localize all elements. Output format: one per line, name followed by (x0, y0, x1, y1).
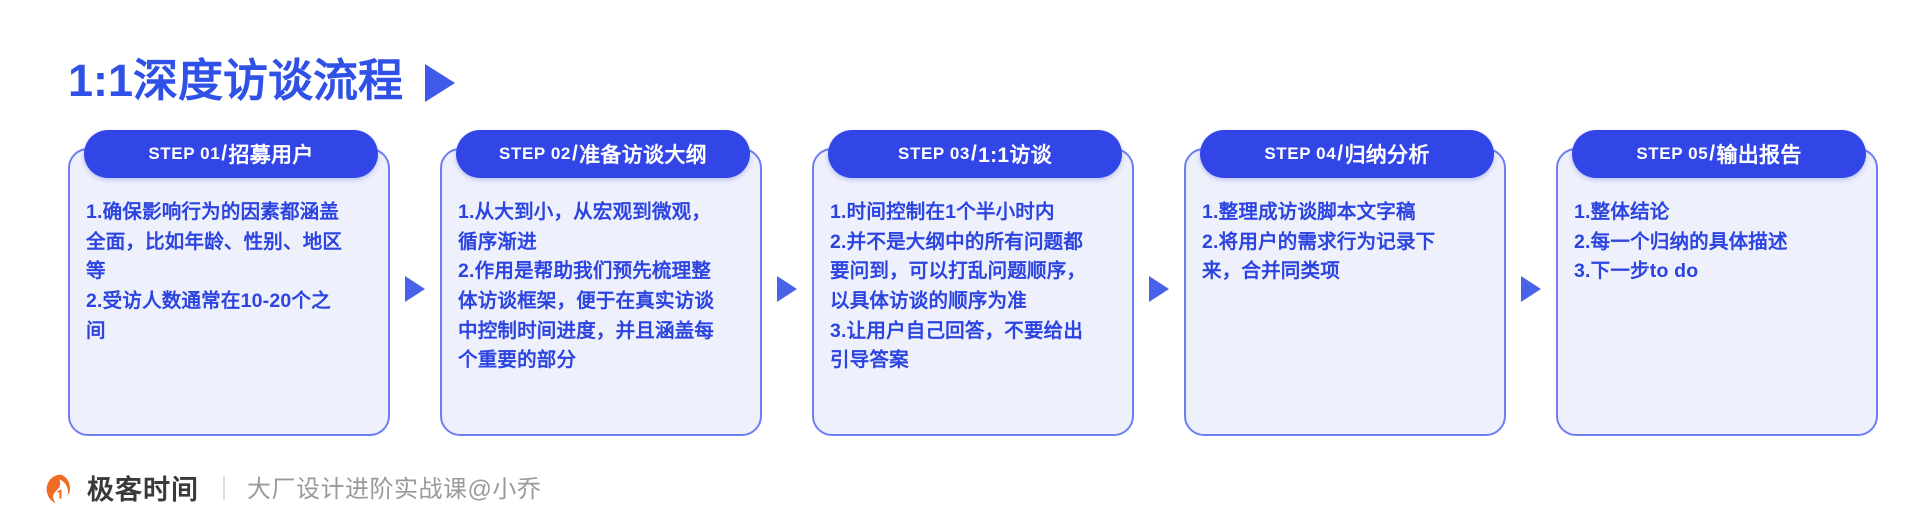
step-body-line: 2.将用户的需求行为记录下 (1202, 230, 1436, 253)
step-title: 1:1访谈 (978, 144, 1052, 167)
step-card[interactable]: STEP 05/输出报告 1.整体结论 2.每一个归纳的具体描述 3.下一步to do (1556, 130, 1878, 436)
step-card-body: 1.从大到小，从宏观到微观， 循序渐进 2.作用是帮助我们预先梳理整体访谈框架，便于… (458, 198, 744, 376)
step-number-label: STEP 01 (148, 144, 221, 163)
step-separator: / (221, 142, 228, 165)
step-body-line: 3.下一步to do (1574, 260, 1699, 283)
step-body-line: 等 (86, 260, 106, 283)
step-body-line: 全面，比如年龄、性别、地区 (86, 230, 343, 253)
step-body-line: 2.每一个归纳的具体描述 (1574, 230, 1788, 253)
step-body-line: 个重要的部分 (458, 349, 577, 372)
geekbang-flame-logo-icon (46, 474, 71, 504)
step-card-body: 1.时间控制在1个半小时内 2.并不是大纲中的所有问题都要问到，可以打乱问题顺序，… (830, 198, 1116, 376)
page-title: 1:1深度访谈流程 (68, 55, 456, 106)
step-separator: / (1337, 142, 1344, 165)
step-card-body: 1.确保影响行为的因素都涵盖全面，比如年龄、性别、地区等 2.受访人数通常在10-… (86, 198, 372, 346)
step-card-header[interactable]: STEP 02/准备访谈大纲 (456, 130, 750, 178)
step-title: 输出报告 (1716, 144, 1802, 167)
step-number-label: STEP 03 (898, 144, 970, 163)
step-body-line: 1.时间控制在1个半小时内 (830, 201, 1055, 223)
step-body-line: 引导答案 (830, 349, 909, 372)
step-body-line: 2.受访人数通常在10-20个之 (86, 289, 331, 312)
step-body-line: 体访谈框架，便于在真实访谈 (458, 289, 715, 312)
step-number-label: STEP 02 (499, 144, 571, 163)
step-card[interactable]: STEP 01/招募用户 1.确保影响行为的因素都涵盖全面，比如年龄、性别、地区等… (68, 130, 390, 436)
step-card[interactable]: STEP 02/准备访谈大纲 1.从大到小，从宏观到微观， 循序渐进 2.作用是帮助我… (440, 130, 762, 436)
step-body-line: 循序渐进 (458, 230, 537, 253)
footer-branding: 极客时间 ｜ 大厂设计进阶实战课@小乔 (44, 468, 541, 512)
step-number-label: STEP 05 (1636, 144, 1709, 163)
play-triangle-icon (425, 63, 456, 102)
step-separator: / (571, 142, 579, 165)
step-body-line: 1.确保影响行为的因素都涵盖 (86, 201, 340, 223)
step-card-header[interactable]: STEP 03/1:1访谈 (828, 130, 1122, 178)
step-card-header[interactable]: STEP 05/输出报告 (1572, 130, 1866, 178)
step-number-label: STEP 04 (1264, 144, 1337, 163)
step-body-line: 要问到，可以打乱问题顺序， (830, 260, 1087, 283)
step-separator: / (1709, 142, 1716, 165)
brand-name: 极客时间 (87, 474, 199, 505)
step-card-header[interactable]: STEP 01/招募用户 (84, 130, 378, 178)
step-body-line: 1.整理成访谈脚本文字稿 (1202, 201, 1416, 223)
step-card[interactable]: STEP 03/1:1访谈 1.时间控制在1个半小时内 2.并不是大纲中的所有问题都… (812, 130, 1134, 436)
step-body-line: 2.并不是大纲中的所有问题都 (830, 230, 1084, 253)
step-body-line: 来，合并同类项 (1202, 260, 1340, 283)
step-body-line: 间 (86, 319, 106, 342)
flow-arrow-icon (777, 276, 797, 302)
step-card-body: 1.整体结论 2.每一个归纳的具体描述 3.下一步to do (1574, 198, 1860, 287)
step-separator: / (970, 142, 978, 165)
step-title: 准备访谈大纲 (579, 144, 707, 167)
step-title: 招募用户 (228, 144, 314, 167)
step-card-header[interactable]: STEP 04/归纳分析 (1200, 130, 1494, 178)
step-body-line: 中控制时间进度，并且涵盖每 (458, 319, 715, 342)
step-card[interactable]: STEP 04/归纳分析 1.整理成访谈脚本文字稿 2.将用户的需求行为记录下来，合… (1184, 130, 1506, 436)
flow-arrow-icon (1149, 276, 1169, 302)
step-card-body: 1.整理成访谈脚本文字稿 2.将用户的需求行为记录下来，合并同类项 (1202, 198, 1488, 287)
footer-tagline: 大厂设计进阶实战课@小乔 (247, 476, 542, 503)
step-body-line: 2.作用是帮助我们预先梳理整 (458, 260, 712, 283)
step-body-line: 1.从大到小，从宏观到微观， (458, 201, 712, 223)
page-title-text: 1:1深度访谈流程 (68, 55, 404, 106)
footer-divider: ｜ (212, 476, 236, 503)
step-body-line: 1.整体结论 (1574, 201, 1670, 223)
flow-arrow-icon (1521, 276, 1541, 302)
step-body-line: 3.让用户自己回答，不要给出 (830, 319, 1084, 342)
step-title: 归纳分析 (1344, 144, 1430, 167)
flow-arrow-icon (405, 276, 425, 302)
step-body-line: 以具体访谈的顺序为准 (830, 289, 1028, 312)
